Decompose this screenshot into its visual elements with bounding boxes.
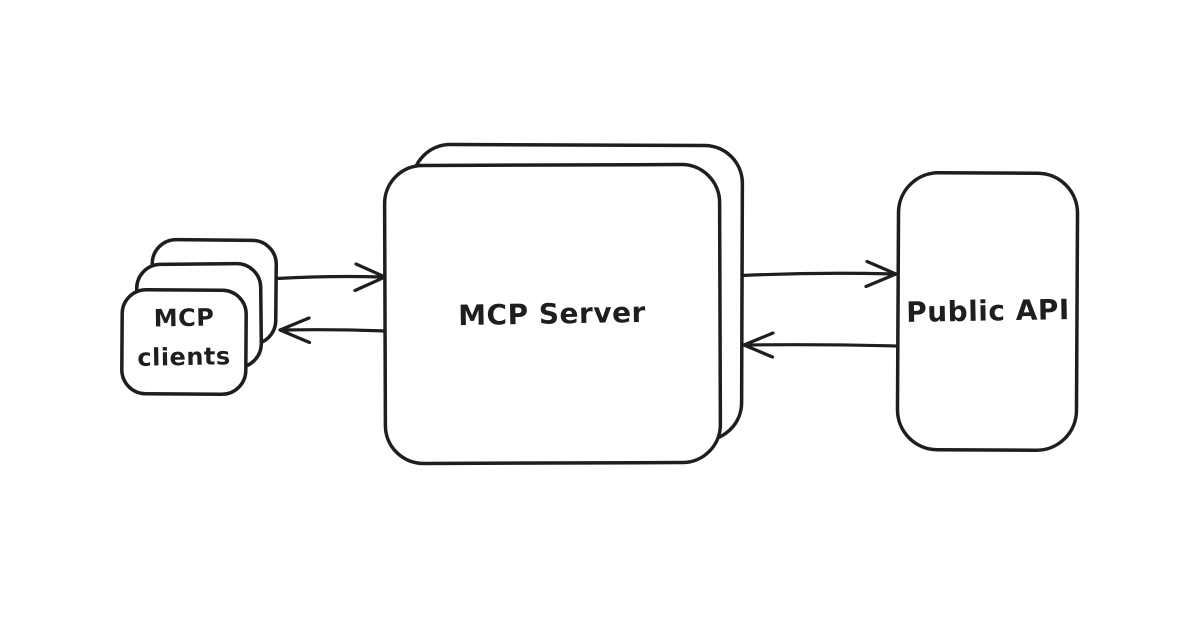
arrow-clients-to-server-shaft [275,274,385,281]
arrow-api-to-server-shaft [744,343,899,348]
mcp-clients-card-front [120,287,248,397]
node-mcp-server: MCP Server [382,142,745,466]
arrow-server-to-clients-shaft [280,328,387,333]
arrow-server-to-api-head [864,259,898,289]
public-api-label: Public API [906,293,1070,329]
mcp-server-card-front [382,162,723,466]
arrow-server-to-api [740,259,898,289]
mcp-clients-label-line2: clients [137,342,231,372]
mcp-server-label: MCP Server [458,296,646,332]
arrow-clients-to-server [275,262,387,293]
node-mcp-clients: MCP clients [120,237,278,397]
arrow-server-to-api-shaft [740,271,896,278]
arrow-server-to-clients-head [278,316,312,345]
arrow-api-to-server-head [742,331,775,359]
mcp-clients-label-line1: MCP [153,303,214,332]
node-public-api: Public API [895,170,1080,453]
arrow-server-to-clients [278,316,387,345]
arrow-api-to-server [742,331,899,359]
arrow-clients-to-server-head [353,262,387,293]
public-api-card [895,170,1080,453]
